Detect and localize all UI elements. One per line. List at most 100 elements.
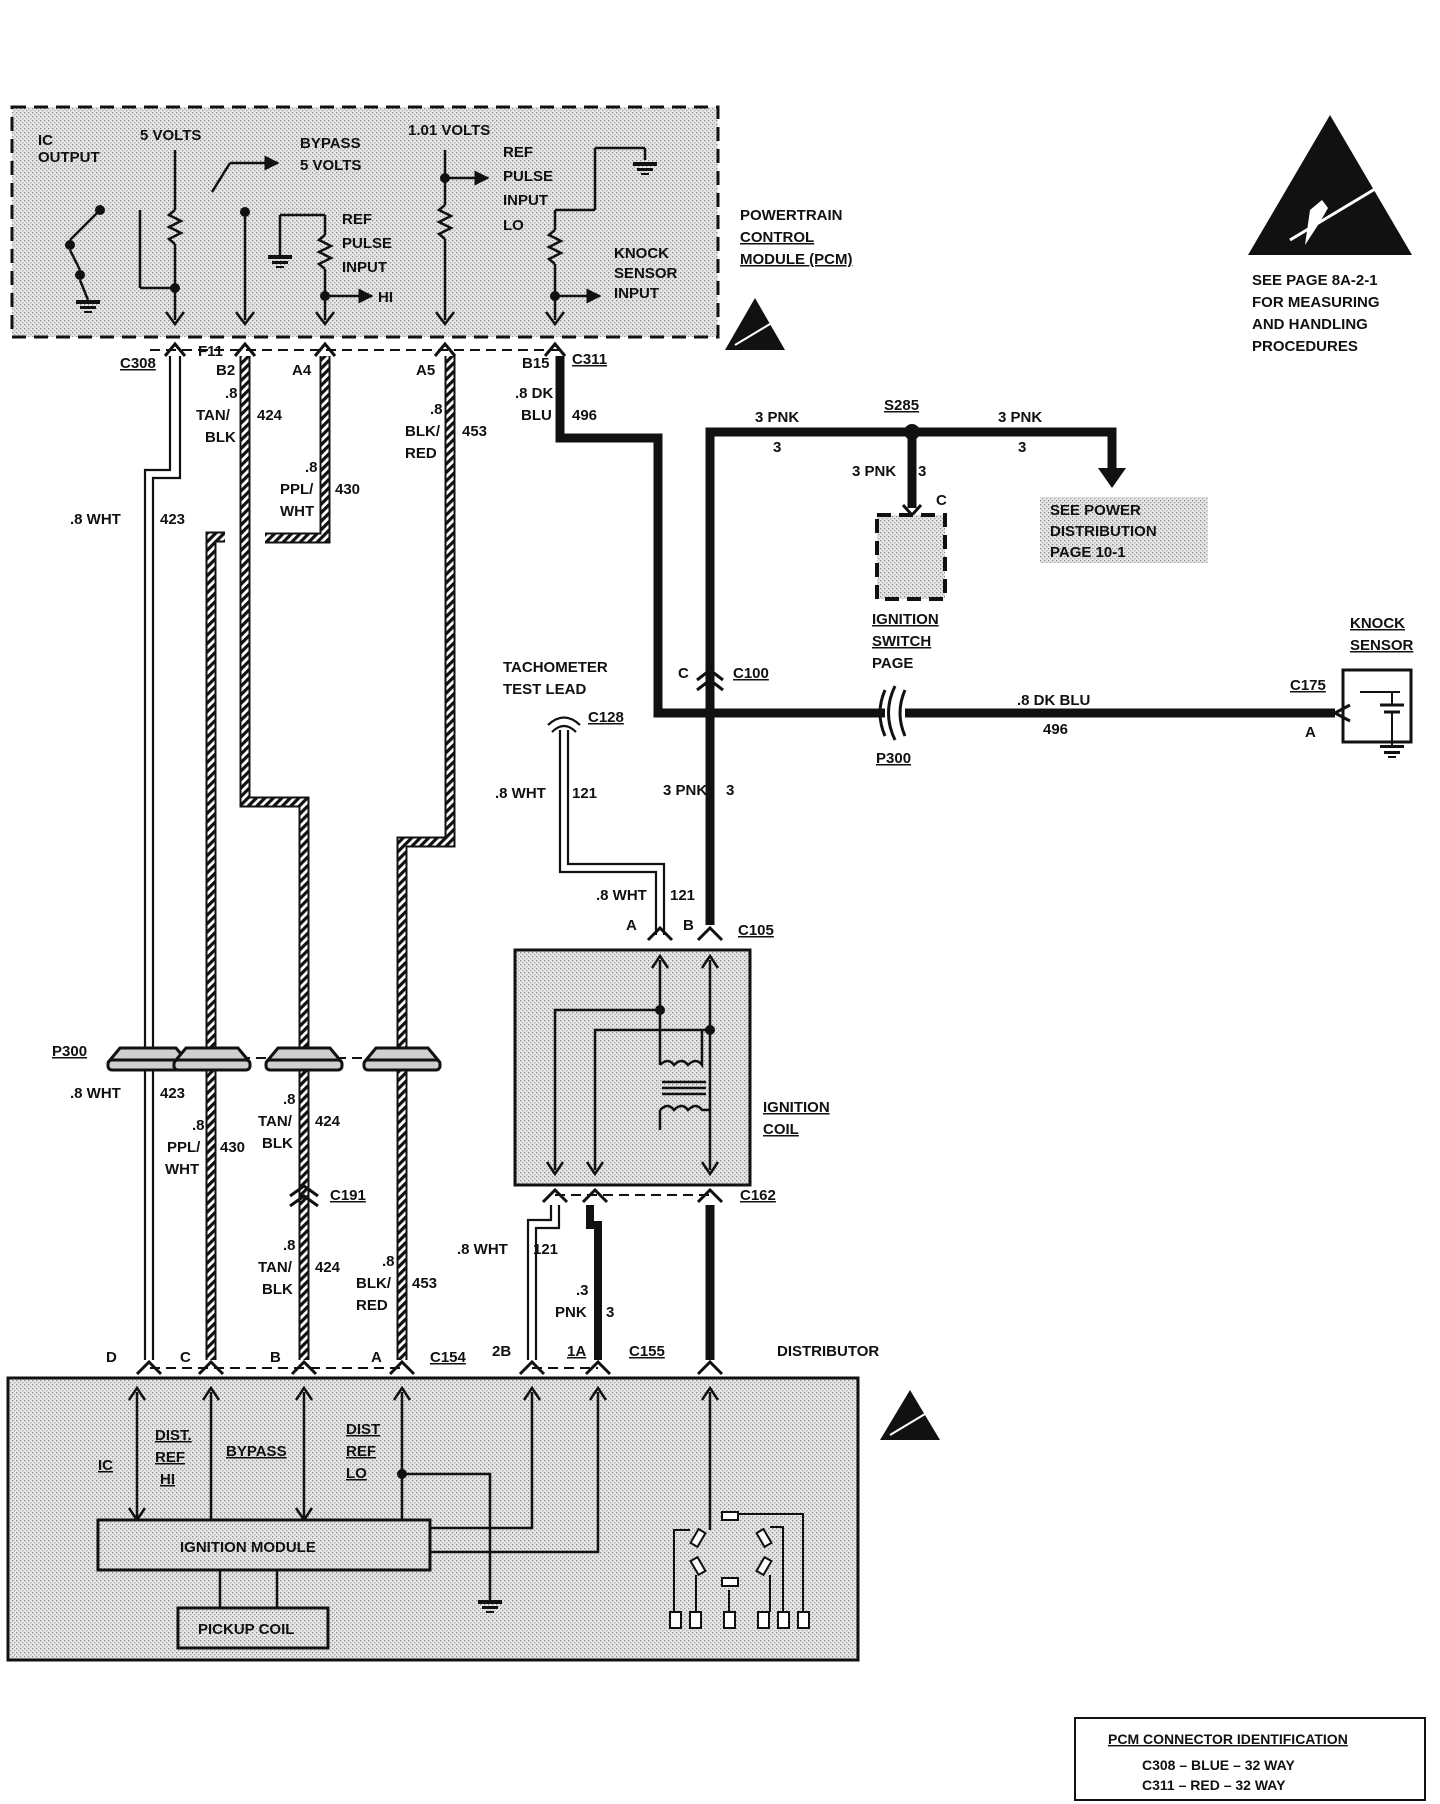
p300-connector xyxy=(106,1046,442,1072)
svg-text:IC: IC xyxy=(98,1457,113,1474)
svg-text:SENSOR: SENSOR xyxy=(614,265,678,282)
svg-text:SEE POWER: SEE POWER xyxy=(1050,502,1141,519)
svg-text:HI: HI xyxy=(160,1471,175,1488)
svg-text:C100: C100 xyxy=(733,665,769,682)
svg-text:WHT: WHT xyxy=(165,1161,199,1178)
svg-text:MODULE (PCM): MODULE (PCM) xyxy=(740,251,853,268)
wire-453-blk-red xyxy=(396,356,456,1360)
see-power-distribution: SEE POWER DISTRIBUTION PAGE 10-1 xyxy=(1040,497,1208,563)
svg-text:B15: B15 xyxy=(522,355,550,372)
ignition-coil xyxy=(513,948,752,1187)
svg-text:PNK: PNK xyxy=(555,1304,587,1321)
pickup-coil xyxy=(176,1606,330,1650)
svg-text:423: 423 xyxy=(160,1085,185,1102)
svg-text:423: 423 xyxy=(160,511,185,528)
c311-label: C311 xyxy=(572,351,607,368)
svg-text:PAGE 10-1: PAGE 10-1 xyxy=(1050,544,1126,561)
svg-text:B: B xyxy=(270,1349,281,1366)
svg-text:SENSOR: SENSOR xyxy=(1350,637,1414,654)
svg-text:BLU: BLU xyxy=(521,407,552,424)
svg-text:BLK: BLK xyxy=(262,1135,293,1152)
svg-text:.8: .8 xyxy=(225,385,238,402)
svg-text:121: 121 xyxy=(572,785,597,802)
svg-text:PULSE: PULSE xyxy=(503,168,553,185)
svg-text:3: 3 xyxy=(773,439,781,456)
svg-text:3: 3 xyxy=(1018,439,1026,456)
svg-text:P300: P300 xyxy=(876,750,911,767)
svg-text:C128: C128 xyxy=(588,709,624,726)
svg-text:IGNITION MODULE: IGNITION MODULE xyxy=(180,1539,316,1556)
svg-text:B2: B2 xyxy=(216,362,235,379)
svg-text:AND HANDLING: AND HANDLING xyxy=(1252,316,1368,333)
svg-text:3 PNK: 3 PNK xyxy=(755,409,799,426)
svg-text:453: 453 xyxy=(462,423,487,440)
svg-text:COIL: COIL xyxy=(763,1121,799,1138)
svg-text:.8 WHT: .8 WHT xyxy=(596,887,647,904)
svg-text:C105: C105 xyxy=(738,922,774,939)
svg-text:BLK: BLK xyxy=(205,429,236,446)
svg-text:.8 WHT: .8 WHT xyxy=(70,1085,121,1102)
pcm-bypass-label: BYPASS xyxy=(300,135,361,152)
svg-text:TAN/: TAN/ xyxy=(258,1259,293,1276)
pcm-module-label: POWERTRAIN xyxy=(740,207,843,224)
p300-connector-knock xyxy=(878,685,907,741)
svg-text:PPL/: PPL/ xyxy=(167,1139,201,1156)
knock-sensor xyxy=(1334,668,1413,758)
c154-c155-pins xyxy=(135,1359,724,1376)
pcm-esd-icon xyxy=(725,298,785,350)
svg-text:.3: .3 xyxy=(576,1282,589,1299)
pcm-ref-lo-label: REF xyxy=(503,144,533,161)
svg-text:496: 496 xyxy=(572,407,597,424)
pcm-connector-pins xyxy=(163,341,567,357)
svg-text:INPUT: INPUT xyxy=(503,192,548,209)
svg-text:3: 3 xyxy=(606,1304,614,1321)
svg-text:BYPASS: BYPASS xyxy=(226,1443,287,1460)
svg-text:430: 430 xyxy=(220,1139,245,1156)
svg-text:REF: REF xyxy=(346,1443,376,1460)
svg-text:.8 WHT: .8 WHT xyxy=(495,785,546,802)
svg-text:A5: A5 xyxy=(416,362,435,379)
svg-text:TAN/: TAN/ xyxy=(196,407,231,424)
svg-text:.8 DK: .8 DK xyxy=(515,385,554,402)
svg-text:F11: F11 xyxy=(198,343,223,360)
svg-text:LO: LO xyxy=(503,217,524,234)
svg-text:C162: C162 xyxy=(740,1187,776,1204)
knock-sensor-label: KNOCK xyxy=(1350,615,1405,632)
svg-text:PULSE: PULSE xyxy=(342,235,392,252)
c162-connector xyxy=(541,1187,724,1204)
svg-text:INPUT: INPUT xyxy=(614,285,659,302)
svg-text:C308 – BLUE – 32 WAY: C308 – BLUE – 32 WAY xyxy=(1142,1757,1295,1773)
svg-text:453: 453 xyxy=(412,1275,437,1292)
svg-text:5 VOLTS: 5 VOLTS xyxy=(300,157,361,174)
svg-text:OUTPUT: OUTPUT xyxy=(38,149,100,166)
tach-label: TACHOMETER xyxy=(503,659,608,676)
svg-text:121: 121 xyxy=(533,1241,558,1258)
svg-text:REF: REF xyxy=(155,1449,185,1466)
svg-text:LO: LO xyxy=(346,1465,367,1482)
c191-connector xyxy=(289,1184,319,1208)
wire-496-dk-blu xyxy=(555,356,1335,718)
svg-text:.8: .8 xyxy=(283,1091,296,1108)
svg-text:A4: A4 xyxy=(292,362,312,379)
svg-text:.8 WHT: .8 WHT xyxy=(70,511,121,528)
svg-text:C191: C191 xyxy=(330,1187,366,1204)
distributor-box: IGNITION MODULE PICKUP COIL IC DIST. REF… xyxy=(6,1376,860,1662)
svg-text:BLK/: BLK/ xyxy=(405,423,441,440)
svg-text:BLK/: BLK/ xyxy=(356,1275,392,1292)
svg-text:424: 424 xyxy=(315,1113,341,1130)
svg-text:P300: P300 xyxy=(52,1043,87,1060)
svg-text:D: D xyxy=(106,1349,117,1366)
wire-424-tan-blk xyxy=(239,356,310,1360)
svg-text:3 PNK: 3 PNK xyxy=(663,782,707,799)
wire-121-dist xyxy=(526,1205,561,1360)
wire-430-ppl-wht xyxy=(205,356,331,1360)
pcm-connector-id-box: PCM CONNECTOR IDENTIFICATION C308 – BLUE… xyxy=(1074,1717,1426,1801)
svg-text:A: A xyxy=(1305,724,1316,741)
c105-connector xyxy=(646,925,724,942)
distributor-label: DISTRIBUTOR xyxy=(777,1343,879,1360)
wire-121-tach xyxy=(547,716,666,935)
svg-text:WHT: WHT xyxy=(280,503,314,520)
svg-text:IGNITION: IGNITION xyxy=(872,611,939,628)
svg-text:PICKUP COIL: PICKUP COIL xyxy=(198,1621,294,1638)
svg-text:3 PNK: 3 PNK xyxy=(998,409,1042,426)
